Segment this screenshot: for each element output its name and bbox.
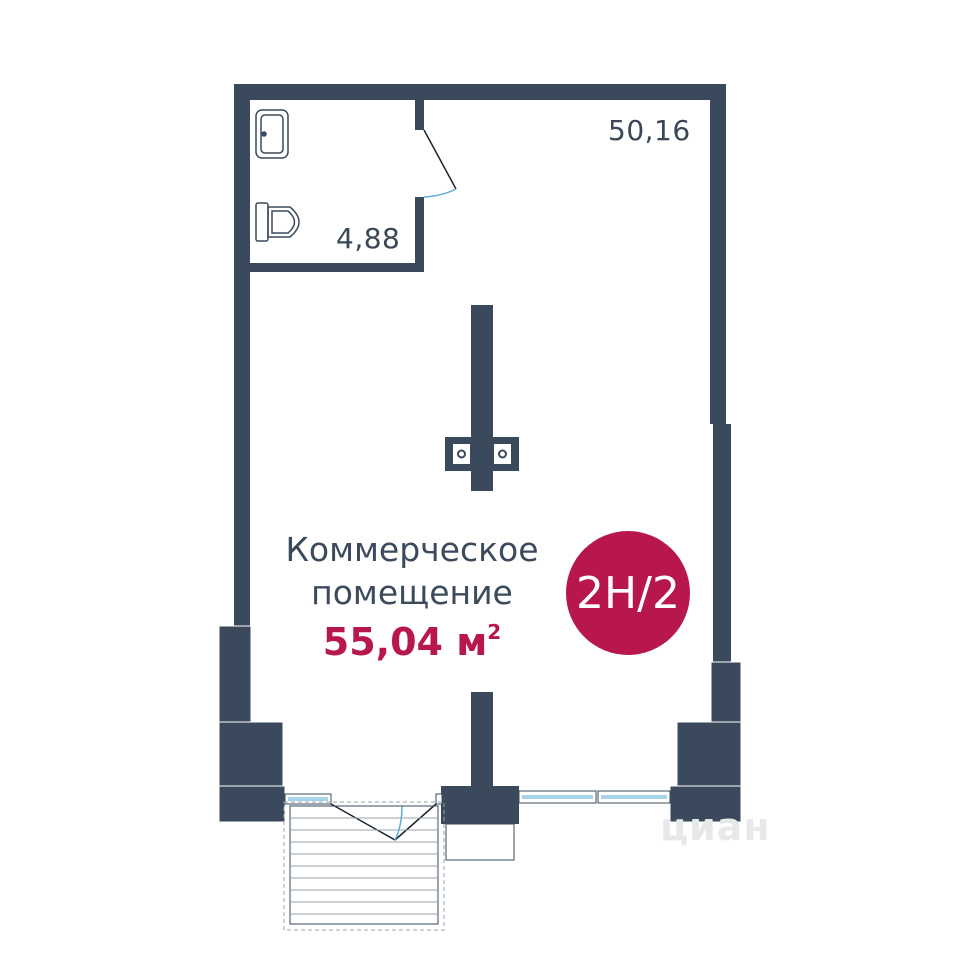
pillar-left-2 <box>218 721 284 787</box>
bathroom-area: 4,88 <box>336 222 401 255</box>
watermark: циан <box>660 805 771 849</box>
unit-code: 2Н/2 <box>576 567 680 619</box>
main-room-area: 50,16 <box>608 114 691 147</box>
bathroom-door <box>423 129 457 198</box>
premises-title-line1: Коммерческое <box>285 530 539 569</box>
walls <box>218 84 742 824</box>
wall-top <box>234 84 726 100</box>
premises-title: Коммерческое помещение <box>262 528 562 614</box>
entrance-door <box>330 803 437 841</box>
toilet-icon <box>255 202 300 242</box>
total-area-unit-sup: 2 <box>487 620 502 644</box>
total-area-value: 55,04 м <box>322 620 488 664</box>
wall-right-thick <box>713 424 731 664</box>
unit-code-badge: 2Н/2 <box>566 531 690 655</box>
bathroom-wall-right-bottom <box>415 197 424 272</box>
sink-icon <box>255 109 289 159</box>
wall-center-bottom <box>471 692 493 788</box>
premises-title-line2: помещение <box>311 573 513 612</box>
wall-left <box>234 84 250 628</box>
pillar-left-1 <box>218 625 252 725</box>
wall-right-upper <box>710 84 726 424</box>
pillar-right-2 <box>676 721 742 787</box>
total-area: 55,04 м2 <box>262 620 562 664</box>
porch <box>445 823 515 861</box>
bathroom-wall-right-top <box>415 98 424 130</box>
window-left-small <box>435 793 443 805</box>
bathroom-wall-bottom <box>248 263 424 272</box>
column-icon <box>453 444 511 464</box>
pillar-right-3 <box>669 785 742 823</box>
pillar-right-1 <box>710 661 742 725</box>
pillar-left-3 <box>218 785 286 823</box>
steps-icon <box>283 801 445 931</box>
pillar-center-bottom <box>441 786 519 824</box>
